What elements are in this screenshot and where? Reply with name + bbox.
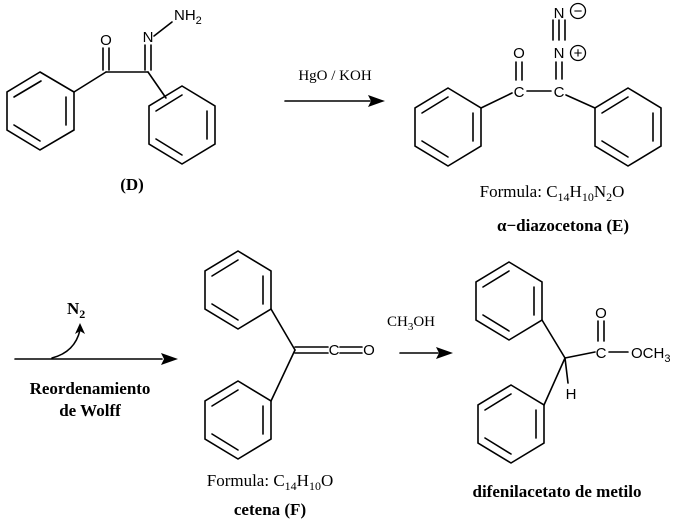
- carbonyl-carbon-e: C: [514, 84, 525, 101]
- reaction-arrow-1: HgO / KOH: [284, 68, 385, 107]
- svg-text:−: −: [574, 3, 583, 20]
- product-methyl-diphenylacetate: C O H OCH3 difenilacetato de metilo: [472, 261, 670, 501]
- benzene-ring-product-top: [475, 261, 543, 341]
- diazo-carbon-e: C: [554, 84, 565, 101]
- formula-f: Formula: C14H10O: [207, 471, 333, 493]
- compound-f: C O Formula: C14H10O cetena (F): [204, 250, 375, 519]
- reaction-arrow-3: CH3OH: [387, 314, 453, 359]
- benzene-ring-f-bottom: [204, 380, 272, 460]
- compound-d: O N NH2 (D): [6, 7, 216, 194]
- reaction-arrow-2: N2 Reordenamiento de Wolff: [14, 299, 178, 420]
- positive-charge-icon: +: [569, 44, 587, 62]
- formula-e: Formula: C14H10N2O: [480, 182, 625, 204]
- reagent-methanol: CH3OH: [387, 314, 435, 333]
- compound-e: C C O N N − + Formula: C14H10N2O α−diazo…: [414, 2, 662, 235]
- oxygen-atom-product: O: [595, 305, 607, 322]
- benzene-ring-e-right: [594, 87, 662, 167]
- hydrogen-atom-product: H: [566, 386, 577, 403]
- nitrogen-byproduct: N2: [67, 299, 85, 321]
- negative-charge-icon: −: [569, 2, 587, 20]
- product-name: difenilacetato de metilo: [472, 482, 641, 501]
- oxygen-atom-d: O: [100, 32, 112, 49]
- wolff-rearrangement-line2: de Wolff: [59, 401, 121, 420]
- oxygen-atom-e: O: [513, 45, 525, 62]
- benzene-ring-product-bottom: [477, 384, 545, 464]
- benzene-ring-f-top: [204, 250, 272, 330]
- benzene-ring-d-right: [148, 85, 216, 165]
- nitrogen-atom-d: N: [143, 29, 154, 46]
- methoxy-group-product: OCH3: [631, 345, 670, 365]
- compound-d-label: (D): [120, 175, 144, 194]
- compound-e-name: α−diazocetona (E): [497, 216, 629, 235]
- nitrogen-atom-e-2: N: [554, 5, 565, 22]
- benzene-ring-d-left: [6, 71, 75, 151]
- ketene-carbon-f: C: [329, 342, 340, 359]
- reagent-hgo-koh: HgO / KOH: [298, 68, 371, 84]
- wolff-rearrangement-line1: Reordenamiento: [30, 379, 151, 398]
- compound-f-name: cetena (F): [234, 500, 306, 519]
- carbonyl-carbon-product: C: [596, 345, 607, 362]
- nitrogen-atom-e-1: N: [554, 45, 565, 62]
- amine-group-d: NH2: [174, 7, 202, 27]
- benzene-ring-e-left: [414, 87, 482, 167]
- svg-text:+: +: [574, 45, 583, 62]
- oxygen-atom-f: O: [363, 342, 375, 359]
